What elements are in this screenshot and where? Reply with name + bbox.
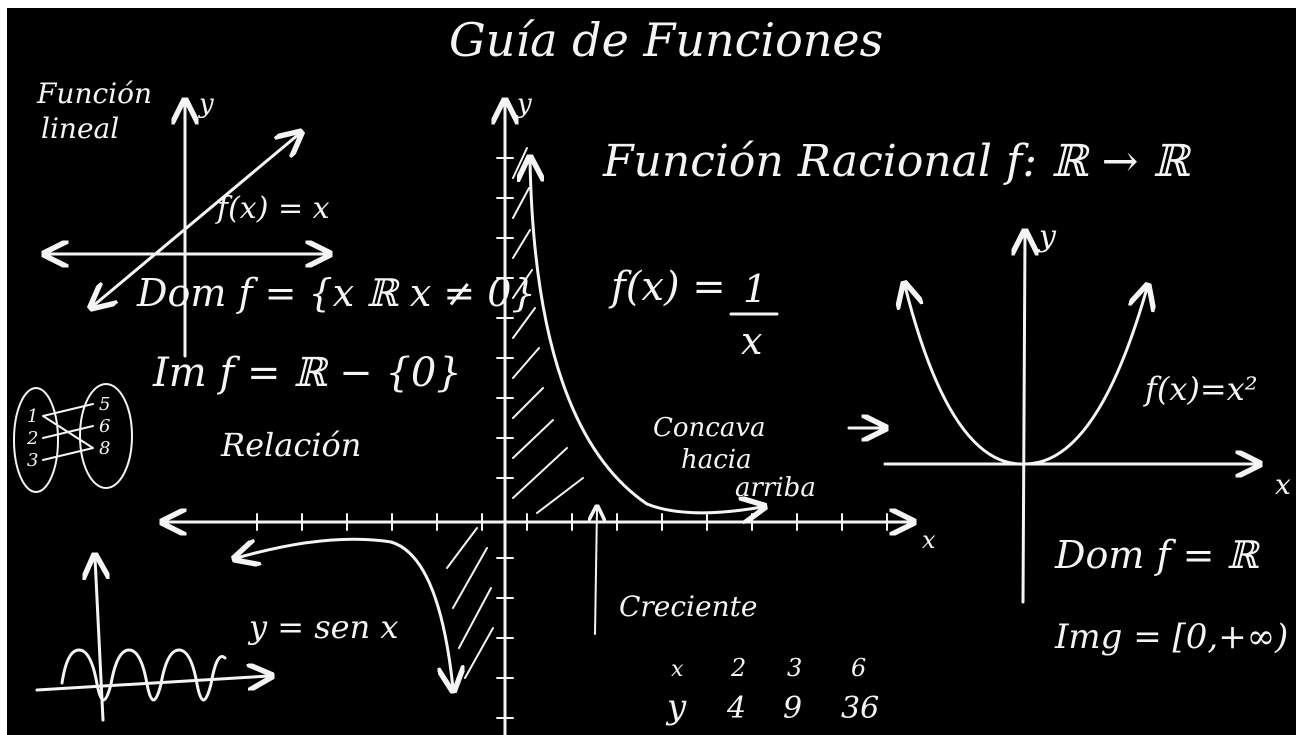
table-y-value: 4: [726, 691, 746, 726]
rational-formula-numerator: 1: [743, 267, 767, 311]
quadratic-section: y x f(x)=x² Dom f = ℝ Img = [0,+∞): [883, 219, 1291, 657]
quadratic-x-label: x: [1275, 468, 1291, 501]
table-x-value: 3: [787, 654, 802, 682]
table-y-value: 9: [783, 691, 802, 726]
relation-left-item: 1: [27, 406, 38, 427]
board-title: Guía de Funciones: [449, 13, 883, 67]
sine-curve: [60, 648, 227, 702]
rational-domain: Dom f = {x ℝ x ≠ 0}: [136, 271, 536, 315]
relation-right-item: 6: [99, 416, 110, 437]
blackboard: Guía de Funciones Función lineal y f(x) …: [7, 8, 1296, 735]
sine-y-axis: [95, 558, 103, 722]
linear-heading-line2: lineal: [41, 112, 119, 145]
quadratic-y-label: y: [1037, 219, 1057, 254]
table-x-value: 6: [851, 654, 866, 682]
rational-y-label: y: [516, 89, 532, 119]
relation-left-set: [13, 387, 59, 493]
table-x-value: 2: [730, 654, 746, 682]
hyperbola-branch-q1: [530, 160, 762, 513]
hyperbola-branch-q3: [237, 537, 453, 688]
relation-right-set: [79, 383, 133, 489]
parabola-curve: [905, 286, 1147, 466]
table-x-label: x: [671, 657, 684, 682]
quadratic-y-axis: [1023, 234, 1025, 604]
quadratic-domain: Dom f = ℝ: [1054, 533, 1261, 577]
concavity-label-3: arriba: [735, 473, 816, 503]
relation-left-item: 3: [27, 450, 38, 471]
rational-x-label: x: [922, 526, 936, 554]
rational-section: y x Creciente Función Racional f: ℝ → ℝ …: [165, 89, 1191, 735]
relation-right-item: 5: [99, 394, 110, 415]
relation-arrows: [42, 403, 94, 461]
rational-heading: Función Racional f: ℝ → ℝ: [602, 136, 1191, 187]
table-y-value: 36: [841, 691, 879, 726]
relation-left-item: 2: [26, 428, 38, 449]
linear-function-section: Función lineal y f(x) = x: [36, 77, 330, 358]
sine-formula: y = sen x: [247, 608, 398, 646]
relation-label: Relación: [220, 426, 361, 464]
sine-section: y = sen x: [35, 558, 398, 722]
linear-heading-line1: Función: [36, 77, 152, 110]
table-y-label: y: [665, 687, 687, 727]
rational-image: Im f = ℝ − {0}: [152, 350, 462, 396]
board-drawing: Guía de Funciones Función lineal y f(x) …: [13, 13, 1291, 735]
rational-hatching-q3: [446, 527, 494, 679]
rational-hatching-q1: [512, 147, 584, 514]
relation-right-item: 8: [99, 438, 110, 459]
linear-line: [93, 134, 299, 306]
linear-y-label: y: [198, 89, 214, 119]
concavity-label-1: Concava: [653, 413, 766, 443]
linear-formula: f(x) = x: [215, 191, 330, 226]
growing-arrow: [595, 508, 597, 635]
quadratic-image: Img = [0,+∞): [1054, 617, 1288, 657]
relation-diagram: 1 2 3 5 6 8 Relación: [13, 383, 361, 493]
concavity-label-2: hacia: [681, 445, 752, 475]
growing-label: Creciente: [619, 590, 757, 623]
rational-formula-denominator: x: [741, 319, 762, 363]
sine-x-axis: [35, 676, 269, 692]
rational-formula-lhs: f(x) =: [608, 264, 726, 310]
value-table: x 2 3 6 y 4 9 36: [665, 654, 879, 727]
quadratic-formula: f(x)=x²: [1143, 370, 1258, 408]
